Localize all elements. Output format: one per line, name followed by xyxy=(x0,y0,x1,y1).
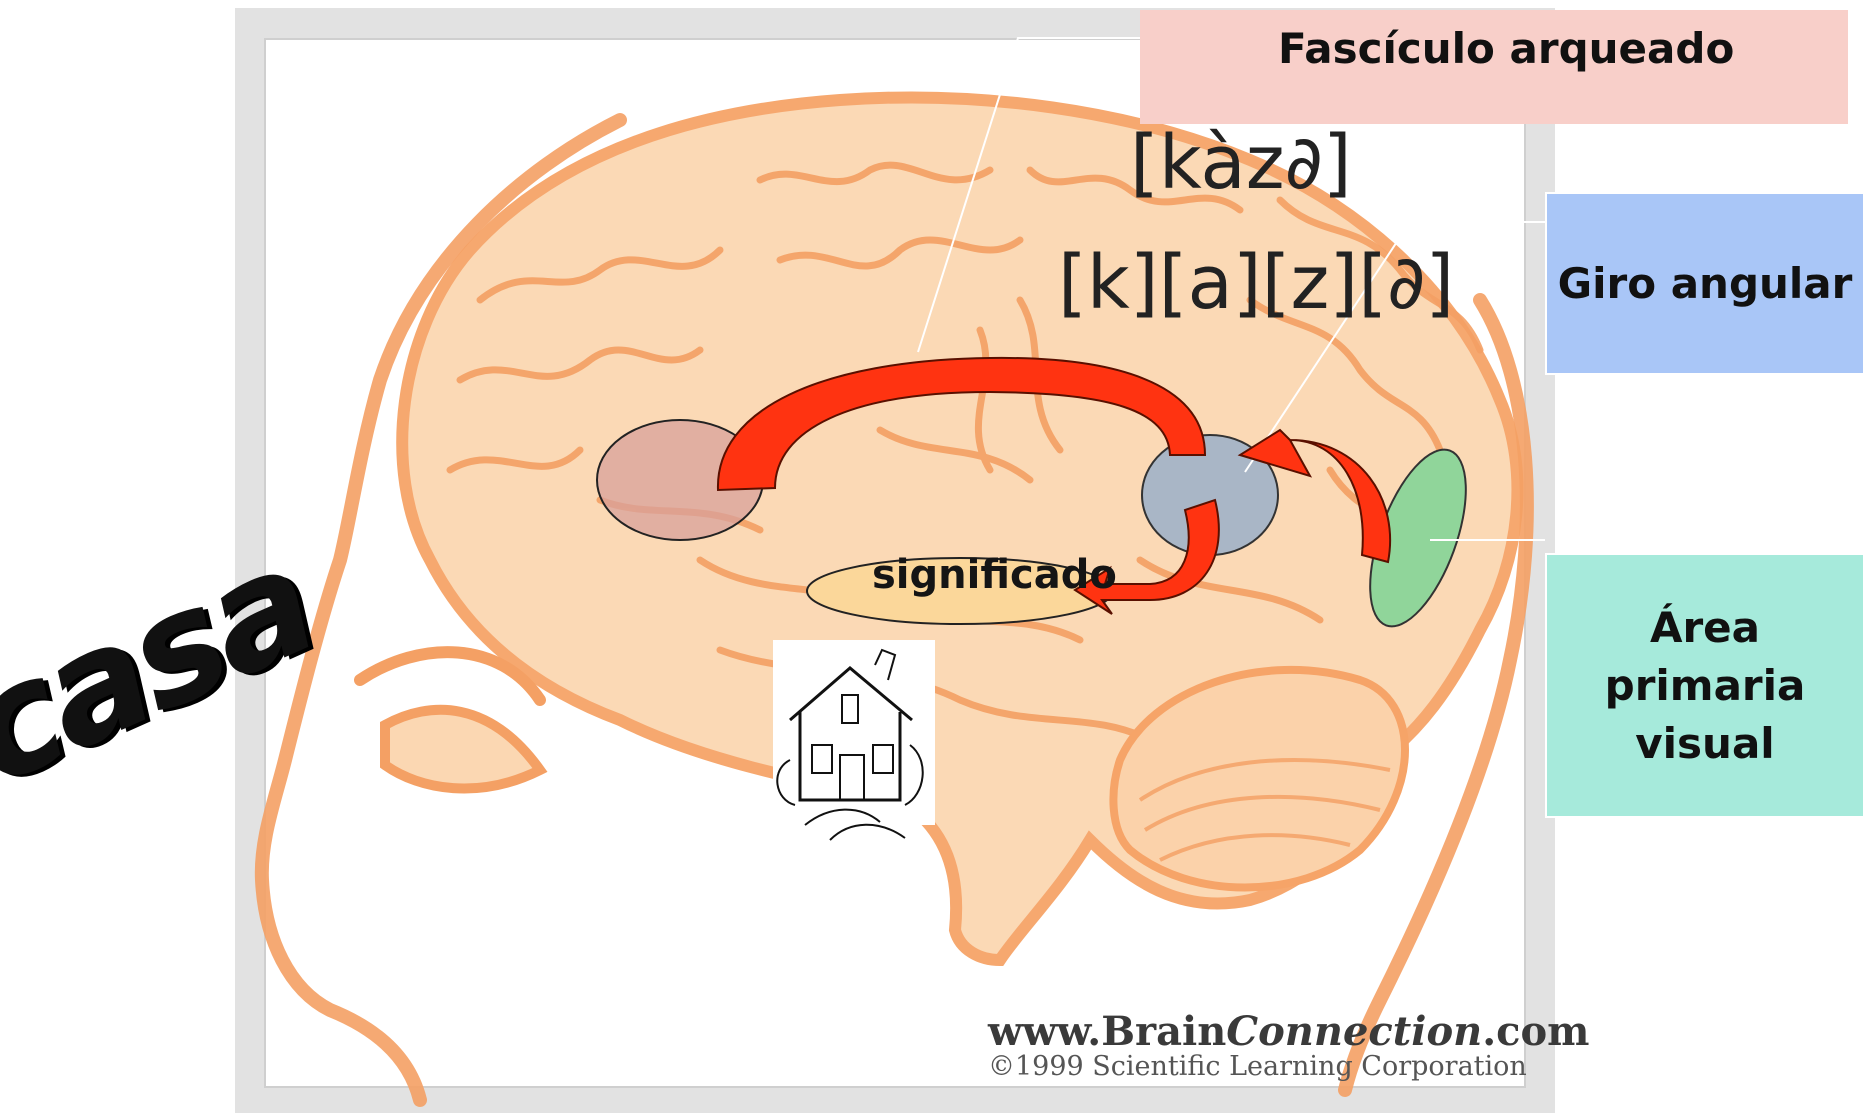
phonological-segments: [k][a][z][∂] xyxy=(1058,240,1454,326)
watermark: www.BrainConnection.com ©1999 Scientific… xyxy=(988,1008,1590,1082)
significado-label: significado xyxy=(872,552,1117,598)
giro-angular-label: Giro angular xyxy=(1545,192,1865,375)
house-icon xyxy=(773,640,935,840)
watermark-copyright: ©1999 Scientific Learning Corporation xyxy=(988,1051,1590,1082)
phonological-word: [kàz∂] xyxy=(1130,120,1352,206)
watermark-url: www.BrainConnection.com xyxy=(988,1008,1590,1055)
area-primaria-visual-label: Área primaria visual xyxy=(1545,553,1865,818)
eye-icon xyxy=(385,710,540,789)
fasciculo-arqueado-label: Fascículo arqueado xyxy=(1140,10,1848,124)
